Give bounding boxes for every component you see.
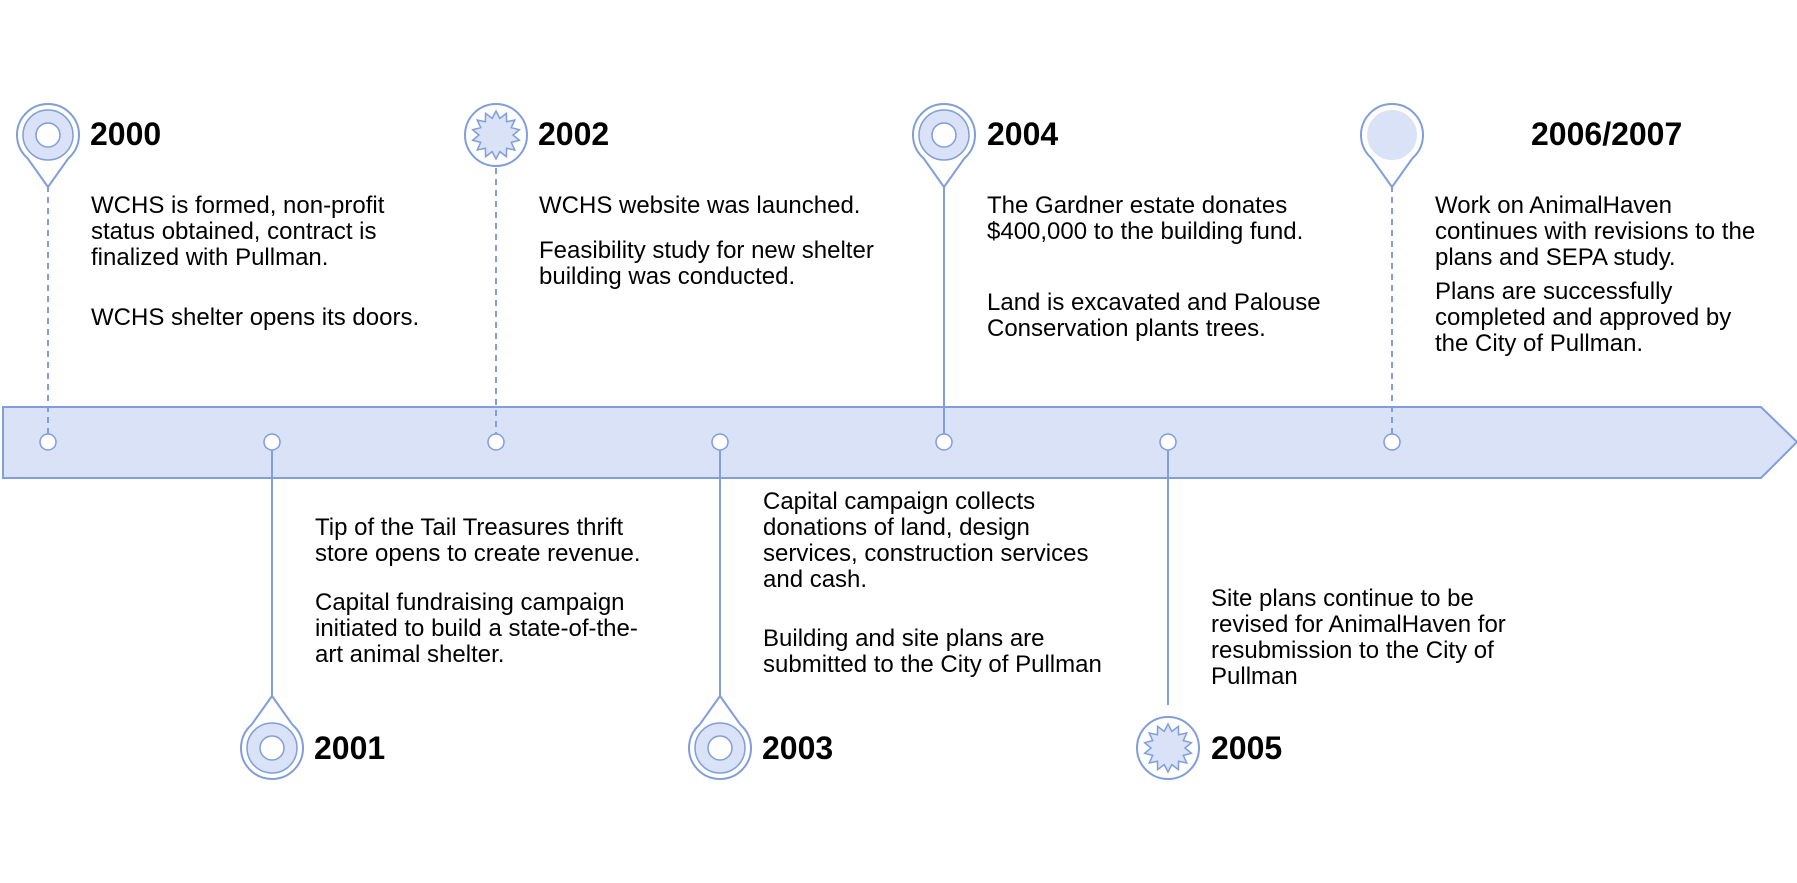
starburst-icon xyxy=(1142,722,1194,774)
timeline-dot xyxy=(935,433,953,451)
pin-ring-inner xyxy=(931,122,957,148)
pin-ring-inner xyxy=(259,735,285,761)
timeline-dot xyxy=(711,433,729,451)
event-item: Work on AnimalHaven continues with revis… xyxy=(1435,192,1756,271)
timeline-dot xyxy=(1383,433,1401,451)
year-label-2005: 2005 xyxy=(1211,730,1283,766)
event-description-2003: Capital campaign collects donations of l… xyxy=(763,489,1108,678)
event-item: Plans are successfully completed and app… xyxy=(1435,278,1732,357)
year-label-2001: 2001 xyxy=(314,730,386,766)
year-label-2002: 2002 xyxy=(538,116,610,152)
pin-ring-inner xyxy=(35,122,61,148)
event-description-2001: Tip of the Tail Treasures thrift store o… xyxy=(315,515,660,668)
timeline-dot xyxy=(263,433,281,451)
event-description-2005: Site plans continue to be revised for An… xyxy=(1211,586,1531,690)
year-label-2000: 2000 xyxy=(90,116,162,152)
event-item: WCHS is formed, non-profit status obtain… xyxy=(91,192,385,271)
event-description-2006-2007: Work on AnimalHaven continues with revis… xyxy=(1435,193,1770,357)
timeline-dot xyxy=(1159,433,1177,451)
pin-fill xyxy=(1367,110,1417,160)
event-item: WCHS shelter opens its doors. xyxy=(91,304,420,331)
year-label-2003: 2003 xyxy=(762,730,834,766)
event-item: Building and site plans are submitted to… xyxy=(763,625,1102,678)
event-item: Tip of the Tail Treasures thrift store o… xyxy=(315,514,641,567)
event-description-2002: WCHS website was launched. Feasibility s… xyxy=(539,193,884,290)
timeline-arrow-band xyxy=(2,406,1797,479)
event-item: Site plans continue to be revised for An… xyxy=(1211,585,1506,690)
event-description-2000: WCHS is formed, non-profit status obtain… xyxy=(91,193,421,331)
event-item: Feasibility study for new shelter buildi… xyxy=(539,237,874,290)
event-item: Capital campaign collects donations of l… xyxy=(763,488,1089,593)
event-description-2004: The Gardner estate donates $400,000 to t… xyxy=(987,193,1347,342)
event-item: The Gardner estate donates $400,000 to t… xyxy=(987,192,1304,245)
year-label-2004: 2004 xyxy=(987,116,1059,152)
year-label-2006-2007: 2006/2007 xyxy=(1531,116,1683,152)
timeline-dot xyxy=(39,433,57,451)
pin-ring-inner xyxy=(707,735,733,761)
event-item: Land is excavated and Palouse Conservati… xyxy=(987,289,1321,342)
timeline-dot xyxy=(487,433,505,451)
starburst-icon xyxy=(470,109,522,161)
event-item: WCHS website was launched. xyxy=(539,192,861,219)
event-item: Capital fundraising campaign initiated t… xyxy=(315,589,638,668)
